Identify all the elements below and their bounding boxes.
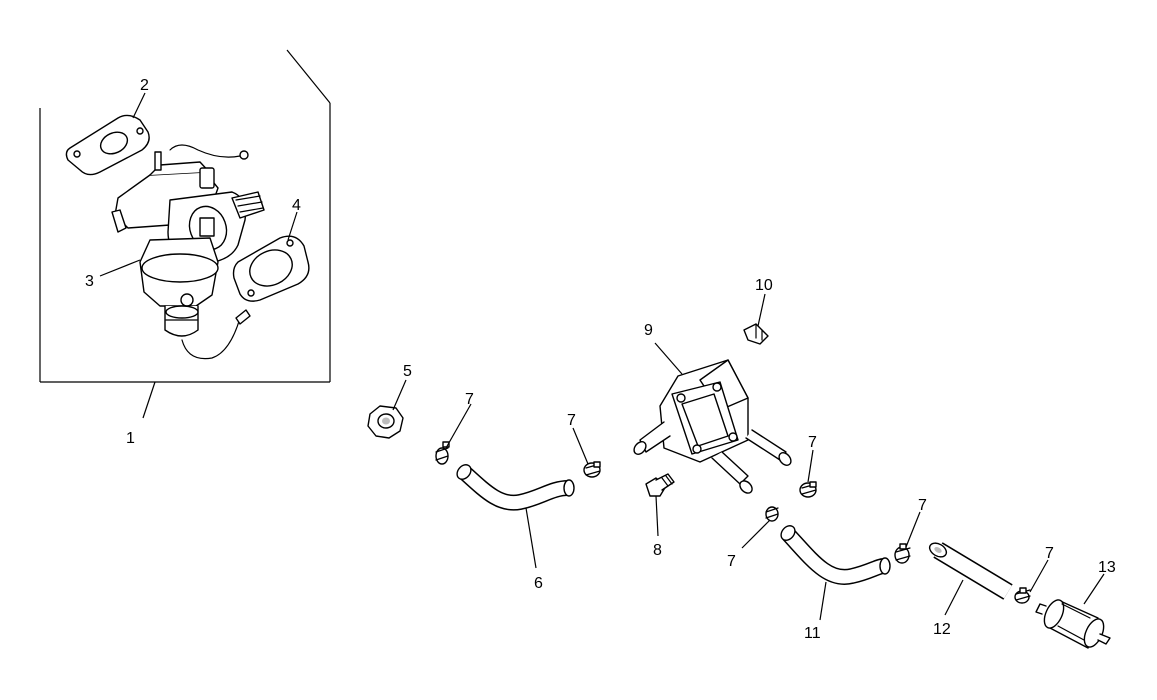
callout-labels: 1 2 3 4 5 6 7 7 7 7 7 7 8 9 10 11 12 13 bbox=[85, 77, 1116, 642]
callout-3: 3 bbox=[85, 273, 94, 290]
part-7-clamp-d bbox=[765, 506, 779, 522]
part-7-clamp-e bbox=[894, 543, 911, 564]
callout-1: 1 bbox=[126, 430, 135, 447]
callout-11: 11 bbox=[804, 625, 821, 642]
part-7-clamp-c bbox=[799, 481, 817, 498]
callout-4: 4 bbox=[292, 197, 301, 214]
part-13-fuel-filter bbox=[1035, 599, 1111, 649]
part-7-clamp-b bbox=[583, 461, 601, 478]
callout-7-c: 7 bbox=[808, 434, 817, 451]
callout-7-b: 7 bbox=[567, 412, 576, 429]
callout-7-f: 7 bbox=[1045, 545, 1054, 562]
part-7-clamp-f bbox=[1014, 587, 1031, 604]
callout-9: 9 bbox=[644, 322, 653, 339]
callout-7-e: 7 bbox=[918, 497, 927, 514]
part-4-gasket bbox=[232, 235, 310, 302]
callout-5: 5 bbox=[403, 363, 412, 380]
callout-6: 6 bbox=[534, 575, 543, 592]
part-6-hose bbox=[456, 464, 575, 511]
part-9-fuel-pump bbox=[633, 359, 792, 494]
part-10-clip bbox=[743, 323, 769, 345]
part-8-screw bbox=[645, 473, 675, 497]
part-7-clamp-a bbox=[435, 441, 450, 465]
callout-7-d: 7 bbox=[727, 553, 736, 570]
callout-13: 13 bbox=[1098, 559, 1116, 576]
part-11-hose bbox=[780, 525, 891, 585]
callout-7-a: 7 bbox=[465, 391, 474, 408]
callout-12: 12 bbox=[933, 621, 951, 638]
callout-10: 10 bbox=[755, 277, 773, 294]
callout-8: 8 bbox=[653, 542, 662, 559]
assembly-box bbox=[39, 49, 331, 383]
part-12-hose bbox=[928, 542, 1013, 600]
part-5-fitting bbox=[367, 405, 404, 439]
part-3-carburetor bbox=[111, 144, 265, 360]
leader-lines bbox=[99, 92, 1105, 621]
part-2-gasket bbox=[65, 114, 150, 176]
callout-2: 2 bbox=[140, 77, 149, 94]
